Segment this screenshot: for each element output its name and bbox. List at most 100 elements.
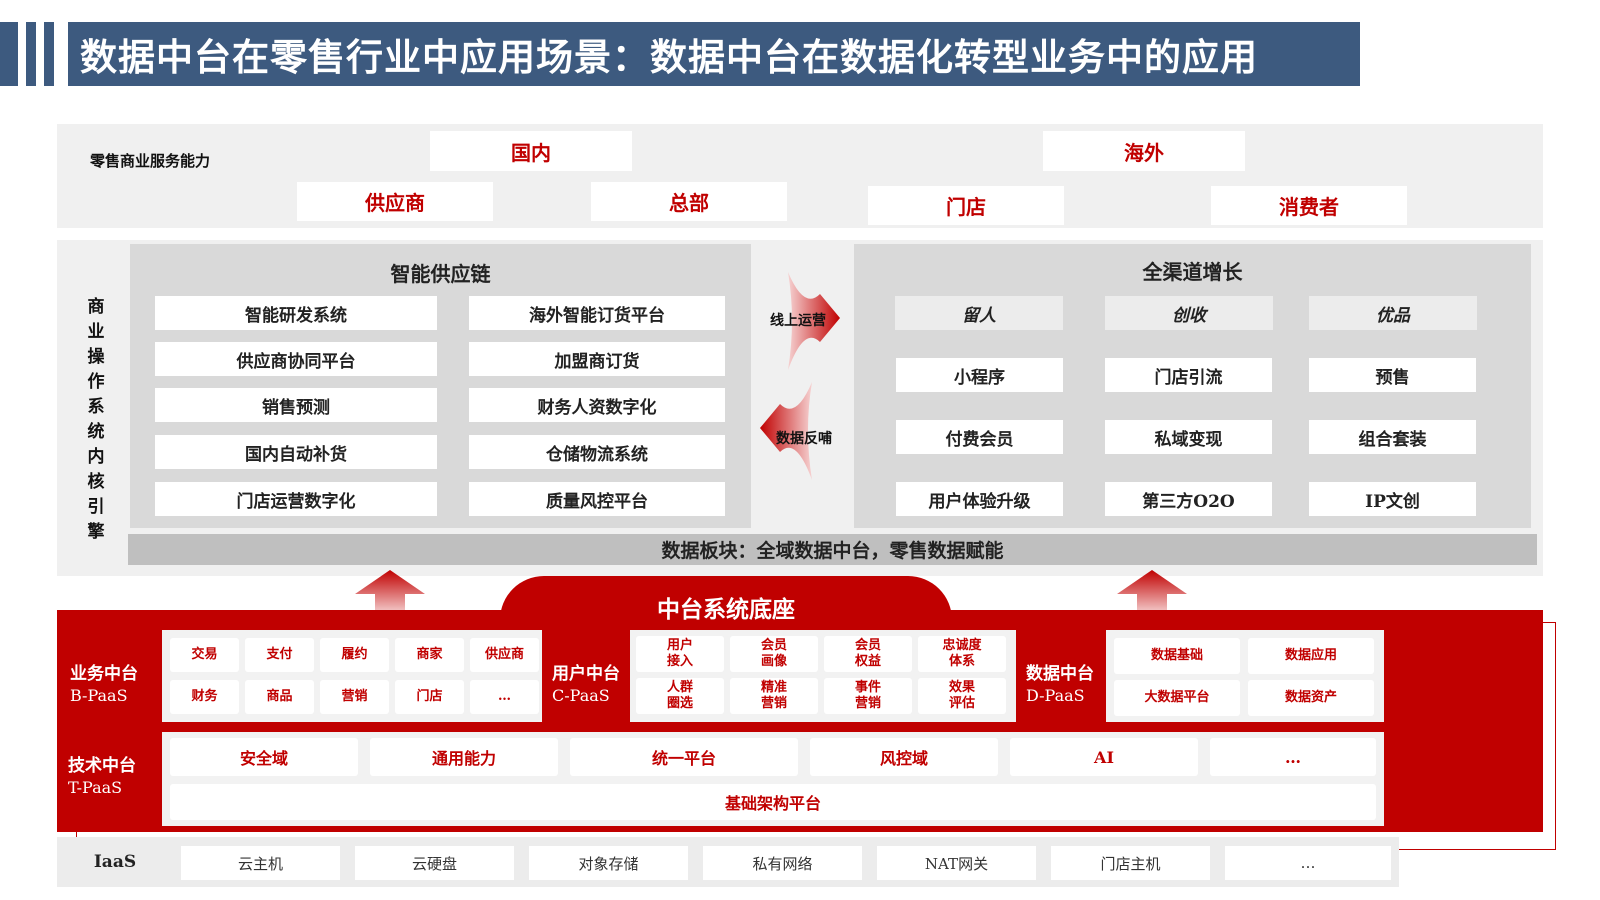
user-cell-line: 精准 xyxy=(760,680,787,695)
user-cell: 效果评估 xyxy=(918,678,1006,714)
iaas-item: 对象存储 xyxy=(529,846,688,880)
base-title-tab xyxy=(500,576,952,636)
engine-vertical-label: 商 业 操 作 系 统 内 核 引 擎 xyxy=(78,292,114,542)
tech-platform-code: T-PaaS xyxy=(68,778,123,797)
data-segment-bar: 数据板块：全域数据中台，零售数据赋能 xyxy=(128,534,1537,565)
user-platform-code: C-PaaS xyxy=(552,686,610,705)
supply-item: 海外智能订货平台 xyxy=(469,296,725,330)
data-cell: 数据资产 xyxy=(1248,680,1374,716)
engine-label-char: 擎 xyxy=(87,522,105,542)
iaas-item: 私有网络 xyxy=(703,846,862,880)
data-platform-name: 数据中台 xyxy=(1026,664,1094,684)
growth-item: 门店引流 xyxy=(1105,358,1272,392)
supply-item: 国内自动补货 xyxy=(155,435,437,469)
user-cell: 用户接入 xyxy=(636,636,724,672)
up-arrow-right-icon xyxy=(1117,570,1187,612)
user-platform-label: 用户中台 C-PaaS xyxy=(552,664,620,706)
supply-item: 仓储物流系统 xyxy=(469,435,725,469)
engine-label-char: 业 xyxy=(87,322,105,342)
tag-consumer: 消费者 xyxy=(1211,186,1407,225)
base-title: 中台系统底座 xyxy=(657,596,795,623)
user-platform-name: 用户中台 xyxy=(552,664,620,684)
tech-platform-name: 技术中台 xyxy=(68,756,136,776)
tag-headquarters: 总部 xyxy=(591,182,787,221)
business-platform-code: B-PaaS xyxy=(70,686,128,705)
user-cell: 精准营销 xyxy=(730,678,818,714)
business-platform-name: 业务中台 xyxy=(70,664,138,684)
user-cell: 忠诚度体系 xyxy=(918,636,1006,672)
business-cell: 营销 xyxy=(320,680,389,714)
user-cell-line: 圈选 xyxy=(666,696,693,711)
tech-cell: AI xyxy=(1010,738,1198,776)
user-cell-line: 事件 xyxy=(854,680,881,695)
business-cell: 财务 xyxy=(170,680,239,714)
engine-label-char: 引 xyxy=(87,497,105,517)
supply-chain-panel xyxy=(130,244,751,528)
supply-item: 质量风控平台 xyxy=(469,482,725,516)
iaas-item: 云硬盘 xyxy=(355,846,514,880)
user-cell-line: 体系 xyxy=(948,654,975,669)
user-cell-line: 会员 xyxy=(854,638,881,653)
user-cell-line: 权益 xyxy=(854,654,881,669)
online-ops-label: 线上运营 xyxy=(770,313,826,329)
title-decoration-bars xyxy=(0,22,58,86)
user-cell: 事件营销 xyxy=(824,678,912,714)
growth-item: 用户体验升级 xyxy=(896,482,1063,516)
online-ops-arrow xyxy=(788,272,840,370)
page-title: 数据中台在零售行业中应用场景：数据中台在数据化转型业务中的应用 xyxy=(68,22,1360,86)
tech-cell: 安全域 xyxy=(170,738,358,776)
engine-label-char: 系 xyxy=(87,397,105,417)
tech-cell: 通用能力 xyxy=(370,738,558,776)
business-cell: … xyxy=(470,680,539,714)
business-cell: 支付 xyxy=(245,638,314,672)
user-cell: 会员画像 xyxy=(730,636,818,672)
business-cell: 供应商 xyxy=(470,638,539,672)
iaas-item: … xyxy=(1225,846,1391,880)
supply-item: 加盟商订货 xyxy=(469,342,725,376)
data-cell: 数据基础 xyxy=(1114,638,1240,674)
user-cell: 人群圈选 xyxy=(636,678,724,714)
service-capability-label: 零售商业服务能力 xyxy=(90,152,211,170)
data-platform-label: 数据中台 D-PaaS xyxy=(1026,664,1094,706)
user-cell-line: 营销 xyxy=(760,696,787,711)
supply-item: 销售预测 xyxy=(155,388,437,422)
foundation-platform: 基础架构平台 xyxy=(170,784,1376,820)
user-cell-line: 接入 xyxy=(666,654,693,669)
business-cell: 商家 xyxy=(395,638,464,672)
tag-supplier: 供应商 xyxy=(297,182,493,221)
iaas-item: 门店主机 xyxy=(1051,846,1210,880)
engine-label-char: 商 xyxy=(87,297,105,317)
tech-cell: 统一平台 xyxy=(570,738,798,776)
data-cell: 大数据平台 xyxy=(1114,680,1240,716)
growth-item: 付费会员 xyxy=(896,420,1063,454)
business-cell: 商品 xyxy=(245,680,314,714)
growth-item: 私域变现 xyxy=(1105,420,1272,454)
growth-item: 小程序 xyxy=(896,358,1063,392)
business-cell: 履约 xyxy=(320,638,389,672)
tag-overseas: 海外 xyxy=(1043,131,1245,171)
iaas-item: 云主机 xyxy=(181,846,340,880)
engine-label-char: 操 xyxy=(87,347,105,367)
supply-item: 门店运营数字化 xyxy=(155,482,437,516)
user-cell-line: 人群 xyxy=(666,680,693,695)
tag-store: 门店 xyxy=(868,186,1064,225)
growth-header-products: 优品 xyxy=(1309,296,1477,330)
data-feedback-arrow xyxy=(760,382,812,480)
supply-item: 供应商协同平台 xyxy=(155,342,437,376)
growth-header-revenue: 创收 xyxy=(1105,296,1273,330)
business-cell: 门店 xyxy=(395,680,464,714)
engine-label-char: 内 xyxy=(87,447,105,467)
up-arrow-left-icon xyxy=(355,570,425,612)
user-cell-line: 营销 xyxy=(854,696,881,711)
user-cell-line: 会员 xyxy=(760,638,787,653)
engine-label-char: 核 xyxy=(87,472,105,492)
growth-item: 预售 xyxy=(1309,358,1476,392)
supply-item: 财务人资数字化 xyxy=(469,388,725,422)
flow-arrows xyxy=(760,272,840,480)
business-platform-label: 业务中台 B-PaaS xyxy=(70,664,138,706)
growth-item: 组合套装 xyxy=(1309,420,1476,454)
business-cell: 交易 xyxy=(170,638,239,672)
growth-header-retain: 留人 xyxy=(895,296,1063,330)
data-platform-code: D-PaaS xyxy=(1026,686,1085,705)
growth-item: IP文创 xyxy=(1309,482,1476,516)
